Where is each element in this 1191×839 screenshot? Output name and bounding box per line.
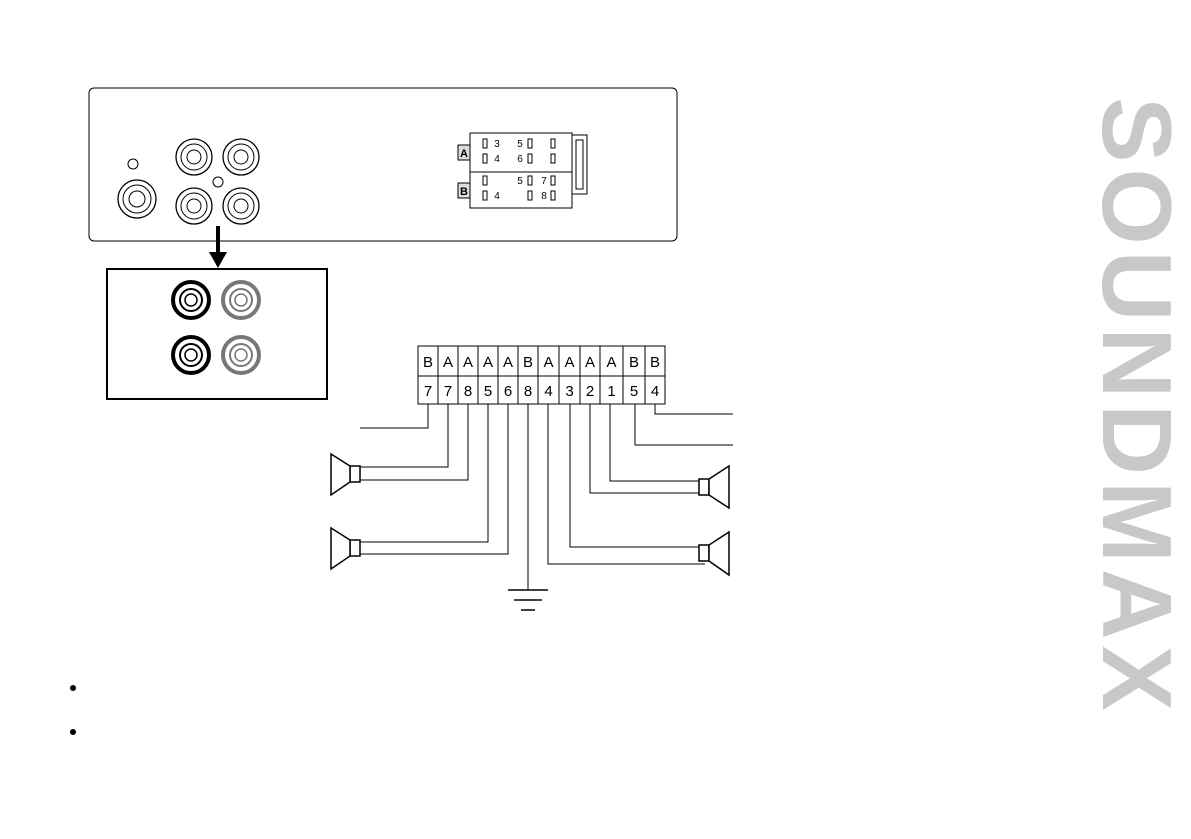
iso-connector: A B 3 5 4 6 5 7 4 8 bbox=[457, 132, 588, 209]
terminal-pin-label: 7 bbox=[444, 383, 452, 400]
terminal-pin-label: 4 bbox=[544, 383, 552, 400]
speaker-icon-left-rear bbox=[330, 526, 361, 571]
terminal-block-label: B bbox=[423, 354, 433, 371]
terminal-block-label: B bbox=[629, 354, 639, 371]
rca-jack-top-right bbox=[222, 138, 260, 176]
terminal-pin-label: 8 bbox=[524, 383, 532, 400]
terminal-pin-label: 2 bbox=[586, 383, 594, 400]
terminal-a3: A3 bbox=[558, 345, 581, 405]
terminal-a6: A6 bbox=[497, 345, 519, 405]
bullet-dot-icon bbox=[70, 729, 76, 735]
rca-detail-box bbox=[106, 268, 328, 400]
rca-jack-bottom-left bbox=[175, 187, 213, 225]
connector-b-key bbox=[457, 182, 471, 199]
terminal-a7: A7 bbox=[437, 345, 459, 405]
wire-a7 bbox=[360, 404, 449, 468]
wire-a8 bbox=[360, 404, 469, 481]
terminal-block-label: A bbox=[443, 354, 453, 371]
terminal-pin-label: 5 bbox=[630, 383, 638, 400]
wire-b5 bbox=[634, 404, 733, 446]
antenna-jack bbox=[117, 179, 157, 219]
connector-b-label: B bbox=[460, 186, 468, 198]
bullet-list bbox=[70, 680, 90, 768]
wire-a5 bbox=[360, 404, 489, 543]
terminal-block-label: A bbox=[585, 354, 595, 371]
terminal-block-label: A bbox=[543, 354, 553, 371]
wire-b7 bbox=[360, 404, 429, 429]
terminal-pin-label: 3 bbox=[565, 383, 573, 400]
terminal-pin-label: 4 bbox=[651, 383, 659, 400]
terminal-block-label: B bbox=[523, 354, 533, 371]
antenna-led-hole bbox=[127, 158, 139, 170]
rca-jack-bottom-right bbox=[222, 187, 260, 225]
terminal-a8: A8 bbox=[457, 345, 479, 405]
terminal-block-label: A bbox=[483, 354, 493, 371]
terminal-a1: A1 bbox=[599, 345, 624, 405]
bullet-dot-icon bbox=[70, 685, 76, 691]
speaker-icon-left-front bbox=[330, 452, 361, 497]
terminal-block-label: B bbox=[650, 354, 660, 371]
arrow-down-icon bbox=[209, 226, 227, 268]
pin-a4-label: 4 bbox=[494, 154, 500, 165]
terminal-a2: A2 bbox=[579, 345, 601, 405]
wire-a4 bbox=[547, 404, 705, 565]
terminal-b7: B7 bbox=[417, 345, 439, 405]
bullet-item bbox=[70, 724, 90, 768]
center-hole bbox=[212, 176, 224, 188]
bullet-item bbox=[70, 680, 90, 724]
terminal-block-label: A bbox=[503, 354, 513, 371]
terminal-pin-label: 1 bbox=[607, 383, 615, 400]
pin-b7-label: 7 bbox=[541, 176, 547, 187]
speaker-icon-right-rear bbox=[698, 530, 730, 577]
wire-a6 bbox=[360, 404, 509, 555]
rca-detail-jack-1 bbox=[171, 280, 211, 320]
terminal-block-label: A bbox=[564, 354, 574, 371]
terminal-b4: B4 bbox=[644, 345, 666, 405]
connector-a-key bbox=[457, 144, 471, 161]
terminal-pin-label: 6 bbox=[504, 383, 512, 400]
rca-jack-top-left bbox=[175, 138, 213, 176]
terminal-pin-label: 7 bbox=[424, 383, 432, 400]
terminal-b5: B5 bbox=[622, 345, 646, 405]
speaker-icon-right-front bbox=[698, 464, 730, 510]
rca-detail-jack-4 bbox=[221, 335, 261, 375]
terminal-block-label: A bbox=[606, 354, 616, 371]
pin-b5-label: 5 bbox=[517, 176, 523, 187]
wires bbox=[360, 404, 733, 590]
brand-logo: SOUNDMAX bbox=[1092, 62, 1182, 752]
ground-icon bbox=[508, 589, 548, 611]
pin-a6-label: 6 bbox=[517, 154, 523, 165]
head-unit-rear-panel: A B 3 5 4 6 5 7 4 8 bbox=[88, 87, 678, 242]
pin-b4-label: 4 bbox=[494, 191, 500, 202]
wire-a1 bbox=[609, 404, 705, 482]
terminal-block-label: A bbox=[463, 354, 473, 371]
terminal-pin-label: 8 bbox=[464, 383, 472, 400]
wire-a2 bbox=[589, 404, 705, 494]
pin-a5-label: 5 bbox=[517, 139, 523, 150]
terminal-a5: A5 bbox=[477, 345, 499, 405]
wire-a3 bbox=[569, 404, 705, 548]
wire-b4 bbox=[654, 404, 733, 415]
connector-a-label: A bbox=[460, 148, 468, 160]
pin-b8-label: 8 bbox=[541, 191, 547, 202]
rca-detail-jack-3 bbox=[171, 335, 211, 375]
brand-text: SOUNDMAX bbox=[1092, 97, 1182, 717]
terminal-a4: A4 bbox=[537, 345, 560, 405]
terminal-pin-label: 5 bbox=[484, 383, 492, 400]
terminal-b8: B8 bbox=[517, 345, 539, 405]
rca-detail-jack-2 bbox=[221, 280, 261, 320]
pin-a3-label: 3 bbox=[494, 139, 500, 150]
